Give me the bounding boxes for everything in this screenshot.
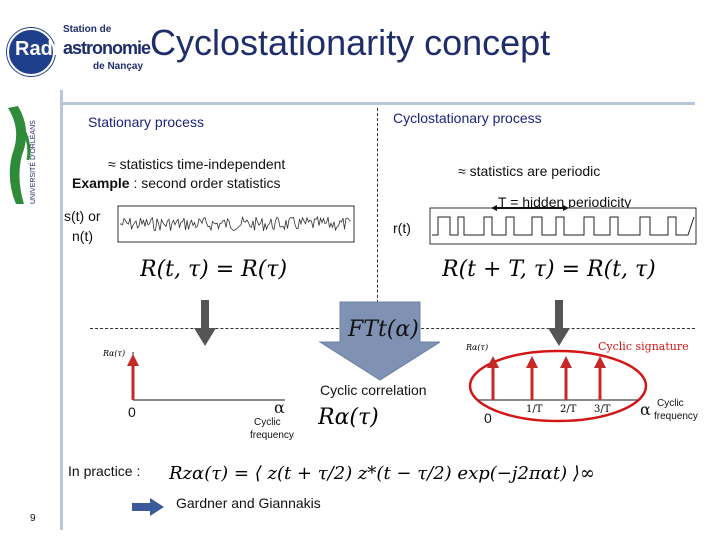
logo-nancay: de Nançay bbox=[93, 61, 144, 72]
logo-icon bbox=[7, 28, 55, 76]
left-alpha: α bbox=[274, 398, 285, 417]
page-title: Cyclostationarity concept bbox=[150, 22, 551, 63]
cyclic-correlation-formula-text: Rα(τ) bbox=[318, 405, 379, 430]
cyclostationary-formula-text: R(t + T, τ) = R(t, τ) bbox=[442, 257, 656, 282]
reference-arrow-icon bbox=[132, 498, 164, 516]
stationary-formula: R(t, τ) = R(τ) bbox=[140, 257, 287, 282]
university-name: UNIVERSITÉ D'ORLÉANS bbox=[30, 120, 37, 204]
left-axis-label: Rα(τ) bbox=[102, 349, 125, 358]
stationary-line1: ≈ statistics time-independent bbox=[108, 156, 286, 172]
cyclostationary-line1: ≈ statistics are periodic bbox=[458, 163, 601, 179]
cyclic-correlation-formula: Rα(τ) bbox=[318, 405, 379, 430]
noise-signal bbox=[119, 215, 351, 232]
noise-plot bbox=[117, 205, 355, 243]
tick-2: 2/T bbox=[560, 404, 577, 415]
right-spectrum: Rα(τ) Cyclic signature 1/T 2/T 3/T bbox=[465, 340, 689, 423]
logo: Station de Radio astronomie de Nançay bbox=[5, 20, 151, 80]
title-divider bbox=[60, 102, 695, 105]
left-origin: 0 bbox=[128, 404, 136, 420]
left-divider bbox=[60, 90, 63, 530]
cyclostationary-formula: R(t + T, τ) = R(t, τ) bbox=[442, 257, 656, 282]
right-frequency: frequency bbox=[654, 411, 698, 422]
right-origin: 0 bbox=[484, 410, 492, 426]
tick-3: 3/T bbox=[594, 404, 611, 415]
cyclic-correlation-label: Cyclic correlation bbox=[320, 382, 427, 398]
cyclic-signature-ellipse bbox=[468, 349, 648, 423]
practical-estimator-formula-text: Rzα(τ) = ⟨ z(t + τ/2) z*(t − τ/2) exp(−j… bbox=[168, 463, 595, 484]
cyclo-signal-label: r(t) bbox=[393, 220, 411, 236]
university-logo: UNIVERSITÉ D'ORLÉANS bbox=[2, 100, 52, 210]
example-label: Example bbox=[72, 175, 130, 191]
signal-label-2: n(t) bbox=[72, 228, 93, 244]
logo-astronomie: astronomie bbox=[63, 38, 151, 58]
tick-1: 1/T bbox=[526, 404, 543, 415]
stationary-example: Example : second order statistics bbox=[72, 175, 281, 191]
university-leaf-icon bbox=[8, 106, 31, 204]
left-frequency: frequency bbox=[250, 430, 294, 441]
down-arrow-left bbox=[194, 300, 216, 346]
ft-label: FTt(α) bbox=[347, 317, 419, 342]
fourier-transform-arrow: FTt(α) bbox=[318, 301, 440, 381]
reference-text: Gardner and Giannakis bbox=[176, 495, 321, 511]
column-separator bbox=[377, 108, 378, 328]
cyclic-signature-label: Cyclic signature bbox=[598, 340, 689, 353]
right-alpha: α bbox=[640, 400, 651, 419]
in-practice-label: In practice : bbox=[68, 463, 141, 479]
left-cyclic: Cyclic bbox=[254, 417, 281, 428]
down-arrow-right bbox=[548, 300, 570, 346]
left-spectrum: Rα(τ) bbox=[102, 349, 285, 401]
example-text: : second order statistics bbox=[129, 175, 281, 191]
signal-label-1: s(t) or bbox=[64, 208, 101, 224]
stationary-formula-text: R(t, τ) = R(τ) bbox=[140, 257, 287, 282]
page-number: 9 bbox=[30, 513, 36, 524]
periodic-signal bbox=[432, 216, 695, 236]
cyclostationary-heading: Cyclostationary process bbox=[393, 110, 542, 126]
right-axis-label: Rα(τ) bbox=[465, 343, 488, 352]
practical-estimator-formula: Rzα(τ) = ⟨ z(t + τ/2) z*(t − τ/2) exp(−j… bbox=[168, 463, 595, 484]
hidden-periodicity: T = hidden periodicity bbox=[498, 194, 632, 210]
periodic-plot bbox=[429, 205, 697, 245]
stationary-heading: Stationary process bbox=[88, 114, 204, 130]
right-cyclic: Cyclic bbox=[657, 398, 684, 409]
logo-radio: Radio bbox=[15, 38, 71, 60]
logo-station: Station de bbox=[63, 24, 112, 35]
